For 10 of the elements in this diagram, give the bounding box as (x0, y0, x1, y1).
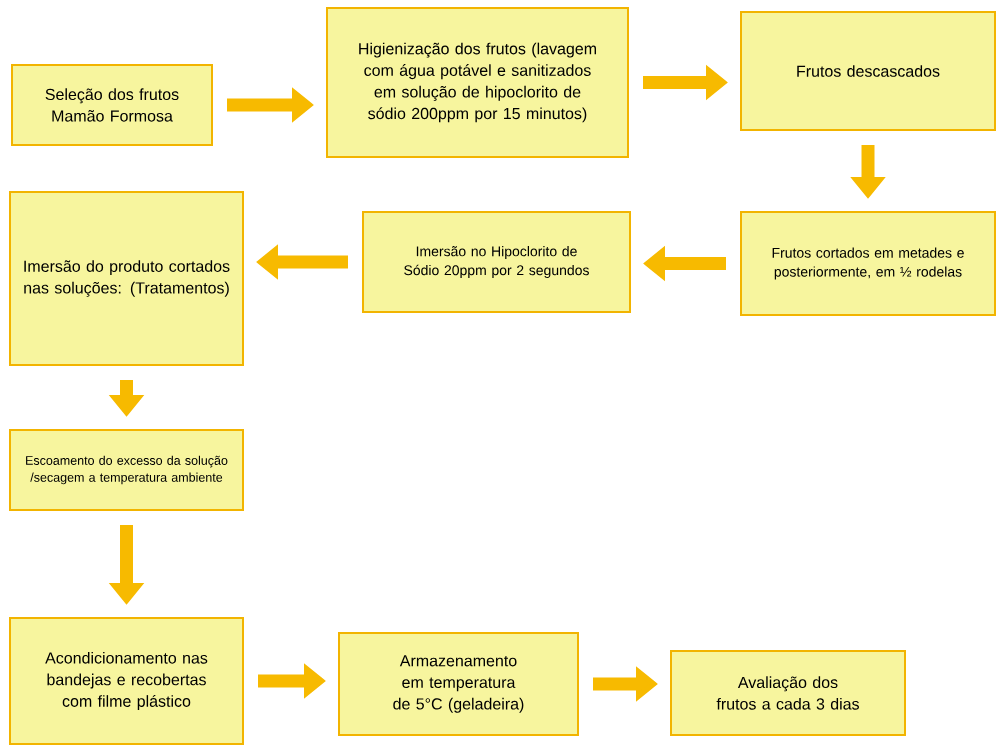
process-box: Acondicionamento nas bandejas e recobertas com filme plástico (9, 617, 244, 745)
process-box: Imersão do produto cortados nas soluções: (Tratamentos) (9, 191, 244, 366)
process-box: Frutos cortados em metades e posteriormente, em ½ rodelas (740, 211, 996, 316)
process-box: Avaliação dos frutos a cada 3 dias (670, 650, 906, 736)
process-box: Higienização dos frutos (lavagem com água potável e sanitizados em solução de hipoclorito de sódio 200ppm por 15 minutos) (326, 7, 629, 158)
process-box: Armazenamento em temperatura de 5°C (geladeira) (338, 632, 579, 736)
process-box: Seleção dos frutos Mamão Formosa (11, 64, 213, 146)
process-box: Escoamento do excesso da solução /secagem a temperatura ambiente (9, 429, 244, 511)
process-box: Frutos descascados (740, 11, 996, 131)
process-box: Imersão no Hipoclorito de Sódio 20ppm por 2 segundos (362, 211, 631, 313)
